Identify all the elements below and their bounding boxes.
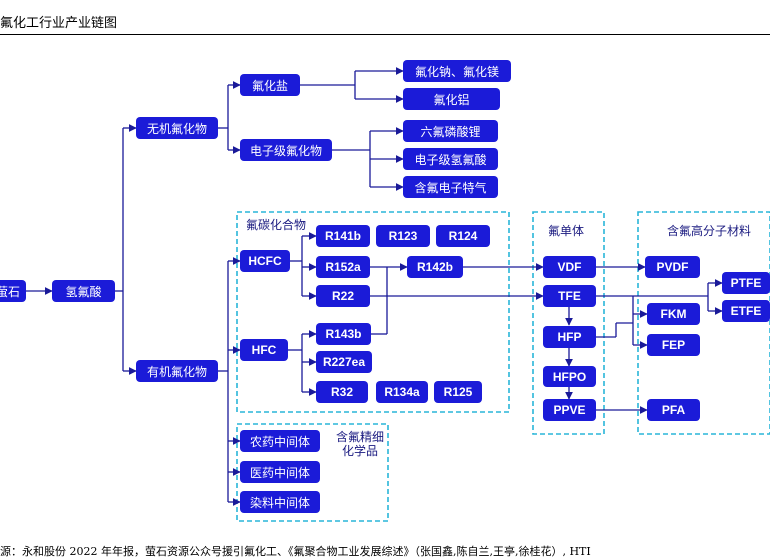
title-divider <box>0 34 770 35</box>
group-label-fine-chem: 含氟精细 化学品 <box>330 430 390 458</box>
node-r143b: R143b <box>316 323 371 345</box>
group-label-polymer: 含氟高分子材料 <box>667 224 752 238</box>
node-fkm: FKM <box>647 303 700 325</box>
node-na-mg-fluoride: 氟化钠、氟化镁 <box>403 60 511 82</box>
node-r22: R22 <box>316 285 370 307</box>
group-box-monomer <box>532 211 605 435</box>
node-r124: R124 <box>436 225 490 247</box>
node-r141b: R141b <box>316 225 370 247</box>
node-r152a: R152a <box>316 256 370 278</box>
node-electronic-fluoride: 电子级氟化物 <box>240 139 332 161</box>
node-hfpo: HFPO <box>543 366 596 387</box>
node-fluorite: 萤石 <box>0 280 26 302</box>
group-label-fluorocarbon: 氟碳化合物 <box>246 218 307 232</box>
node-hf: 氢氟酸 <box>52 280 115 302</box>
group-label-fine-chem-line1: 含氟精细 <box>335 430 384 444</box>
node-fluoro-special-gas: 含氟电子特气 <box>403 176 498 198</box>
node-al-fluoride: 氟化铝 <box>403 88 500 110</box>
group-label-monomer: 氟单体 <box>548 224 585 238</box>
node-pfa: PFA <box>647 399 700 421</box>
node-tfe: TFE <box>543 285 596 307</box>
node-pvdf: PVDF <box>645 256 700 278</box>
source-note: 源：永和股份 2022 年年报，萤石资源公众号援引氟化工、《氟聚合物工业发展综述… <box>0 545 591 558</box>
group-box-fine-chem <box>236 423 389 522</box>
node-hfp: HFP <box>543 326 596 348</box>
node-hfc: HFC <box>240 339 288 361</box>
node-r227ea: R227ea <box>316 351 372 373</box>
node-lipf6: 六氟磷酸锂 <box>403 120 498 142</box>
node-vdf: VDF <box>543 256 596 278</box>
node-ptfe: PTFE <box>722 272 770 294</box>
node-organic: 有机氟化物 <box>136 360 218 382</box>
group-label-fine-chem-line2: 化学品 <box>341 444 378 458</box>
node-r32: R32 <box>316 381 368 403</box>
node-pesticide-intermediate: 农药中间体 <box>240 430 320 452</box>
group-box-fluorocarbon <box>236 211 510 413</box>
node-pharma-intermediate: 医药中间体 <box>240 461 320 483</box>
node-inorganic: 无机氟化物 <box>136 117 218 139</box>
node-etfe: ETFE <box>722 300 770 322</box>
node-r125: R125 <box>434 381 482 403</box>
node-ppve: PPVE <box>543 399 596 421</box>
node-electronic-hf: 电子级氢氟酸 <box>403 148 498 170</box>
node-fep: FEP <box>647 334 700 356</box>
node-r123: R123 <box>376 225 430 247</box>
group-box-polymer <box>637 211 770 435</box>
node-dye-intermediate: 染料中间体 <box>240 491 320 513</box>
node-r142b: R142b <box>407 256 463 278</box>
figure-title: 氟化工行业产业链图 <box>0 16 118 31</box>
node-r134a: R134a <box>376 381 428 403</box>
node-hcfc: HCFC <box>240 250 290 272</box>
node-fluoride-salt: 氟化盐 <box>240 74 300 96</box>
